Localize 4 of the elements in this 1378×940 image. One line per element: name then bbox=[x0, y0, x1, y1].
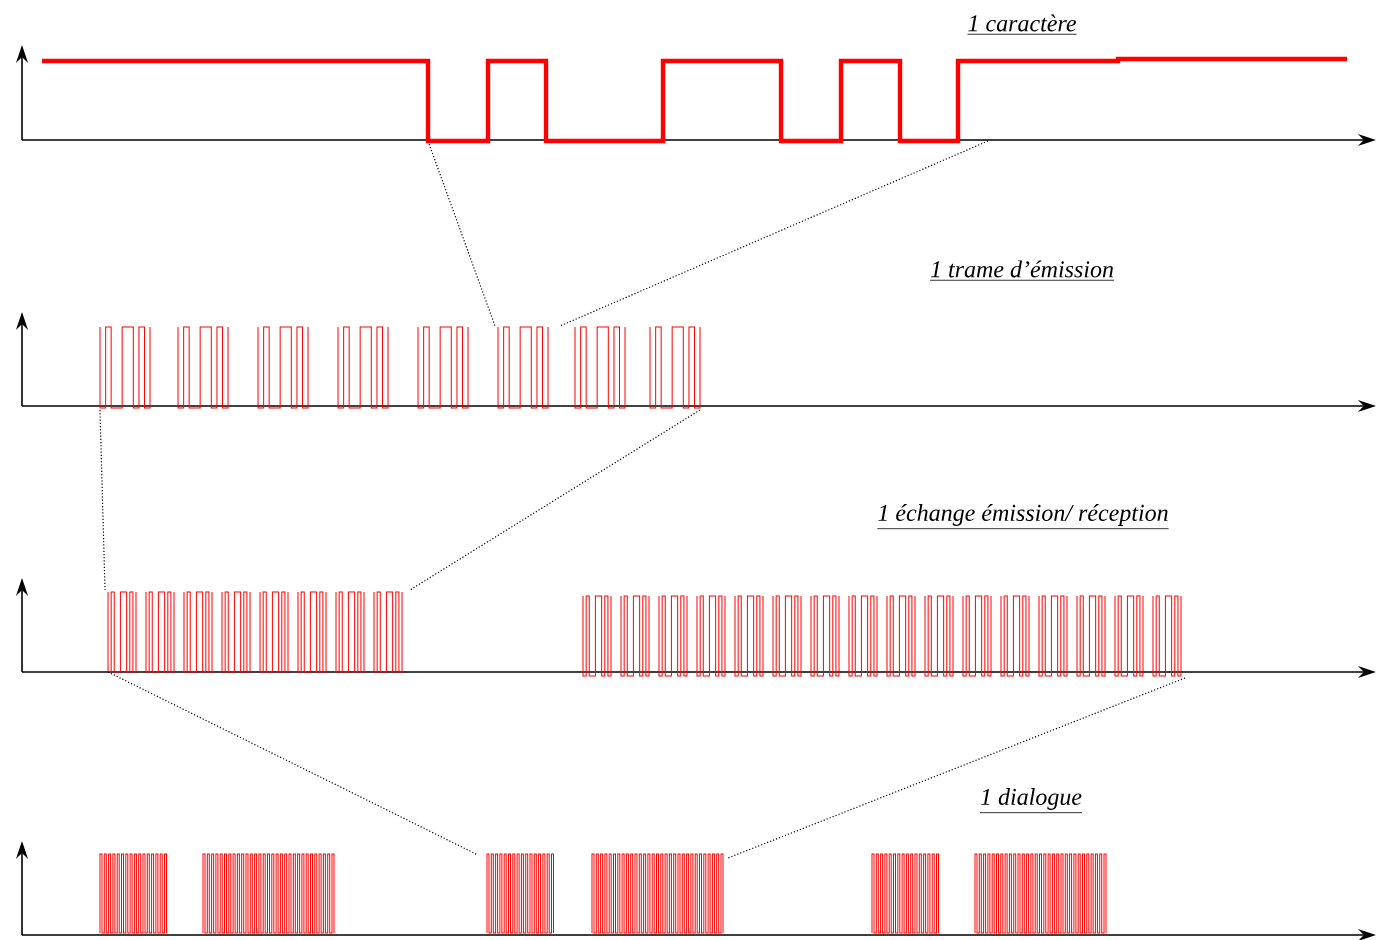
row-title: 1 échange émission/ réception bbox=[876, 504, 1170, 530]
row-title: 1 trame d’émission bbox=[929, 260, 1115, 281]
row-title: 1 caractère bbox=[967, 14, 1077, 35]
row-title: 1 dialogue bbox=[979, 788, 1083, 814]
